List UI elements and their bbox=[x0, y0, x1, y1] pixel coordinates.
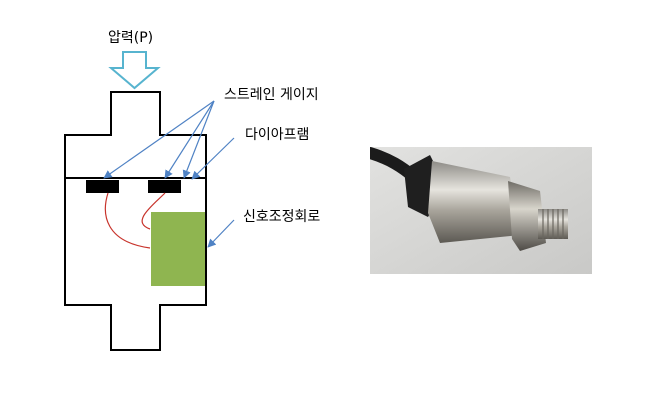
photo-sensor-body bbox=[428, 161, 520, 243]
leader-strain-gauge-middle bbox=[164, 100, 215, 179]
signal-circuit-block bbox=[151, 212, 205, 286]
leader-diaphragm bbox=[191, 137, 235, 180]
pressure-arrow bbox=[108, 51, 161, 90]
label-diaphragm: 다이아프램 bbox=[245, 127, 310, 143]
label-pressure: 압력(P) bbox=[108, 30, 154, 46]
strain-gauge-left bbox=[86, 180, 119, 193]
label-strain-gauge: 스트레인 게이지 bbox=[224, 87, 319, 103]
photo-thread-lines bbox=[542, 209, 564, 239]
pressure-sensor-photo bbox=[370, 147, 592, 274]
leader-signal-circuit bbox=[207, 219, 235, 248]
leader-strain-gauge-right bbox=[182, 100, 215, 179]
strain-gauge-right bbox=[148, 180, 181, 193]
sensor-housing bbox=[64, 91, 207, 351]
wire-right bbox=[141, 192, 166, 230]
photo-hex-nut bbox=[508, 181, 546, 251]
leader-strain-gauge-left bbox=[103, 100, 215, 179]
label-signal-circuit: 신호조정회로 bbox=[243, 209, 321, 225]
wire-left bbox=[104, 192, 151, 249]
